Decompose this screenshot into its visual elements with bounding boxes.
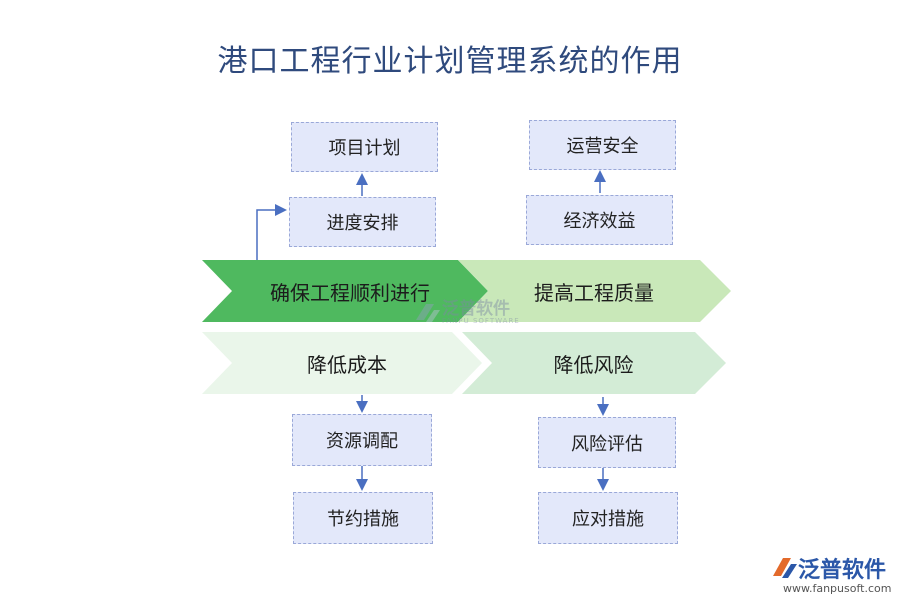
watermark-name: 泛普软件 [442, 299, 510, 319]
page-title: 港口工程行业计划管理系统的作用 [217, 44, 683, 79]
box-saving-measures: 节约措施 [293, 492, 433, 544]
fanpu-logo-icon [416, 304, 440, 322]
chevron-label-reduce-risk: 降低风险 [553, 352, 634, 377]
watermark: 泛普软件 FANPU SOFTWARE [412, 300, 520, 326]
chevron-label-ensure-progress: 确保工程顺利进行 [270, 280, 430, 305]
box-response-measures: 应对措施 [538, 492, 678, 544]
chevron-top-left [202, 260, 488, 322]
chevron-label-improve-quality: 提高工程质量 [534, 280, 654, 305]
brand-url: www.fanpusoft.com [783, 582, 892, 595]
box-risk-assessment: 风险评估 [538, 417, 676, 468]
brand-name: 泛普软件 [798, 558, 887, 583]
box-resource-allocation: 资源调配 [292, 414, 432, 466]
chevron-bottom-right [462, 332, 726, 394]
box-economic-benefit: 经济效益 [526, 195, 673, 245]
watermark-subtitle: FANPU SOFTWARE [442, 317, 520, 325]
chevron-label-reduce-cost: 降低成本 [307, 352, 387, 377]
arrow-chevron-to-schedule [256, 204, 287, 260]
chevron-top-right [458, 260, 731, 322]
box-project-plan: 项目计划 [291, 122, 438, 172]
box-operation-safety: 运营安全 [529, 120, 676, 170]
chevron-bottom-left [202, 332, 482, 394]
brand-logo: 泛普软件 [770, 552, 886, 584]
fanpu-brand-icon [773, 558, 797, 578]
box-schedule: 进度安排 [289, 197, 436, 247]
